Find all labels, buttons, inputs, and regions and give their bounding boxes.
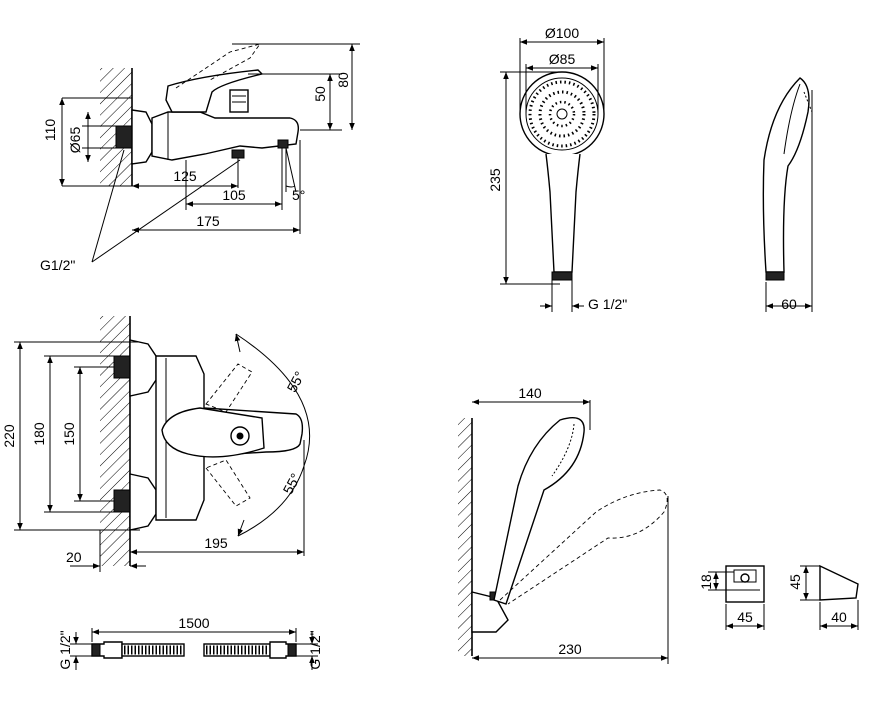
dim-shower-thread: G 1/2" (588, 296, 627, 312)
shower-handle (545, 153, 581, 273)
dim-head-inner: Ø85 (549, 51, 576, 67)
bracket-front-body (725, 565, 765, 603)
shower-side-profile (762, 77, 810, 273)
dim-head-outer: Ø100 (545, 25, 579, 41)
dim-hose-length: 1500 (178, 615, 209, 631)
eccentric-lower (113, 489, 131, 513)
dim-spout-angle: 5° (292, 187, 305, 203)
dim-wall-cover: Ø65 (67, 127, 83, 154)
dim-hose-thread-left: G 1/2" (57, 630, 73, 669)
shower-head-outer (519, 71, 605, 157)
mixer-lever (165, 69, 264, 113)
dim-mixer-height: 220 (1, 424, 17, 448)
hand-shower-front-view: Ø100 Ø85 235 G 1/2" (487, 25, 627, 312)
dim-angle-up: 55° (284, 369, 308, 395)
eccentric-upper (113, 355, 131, 379)
shower-head-nozzles (528, 80, 596, 148)
dim-bracket-side-height: 45 (787, 574, 803, 590)
bracket-front-hole (740, 573, 750, 583)
dim-spout-drop: 105 (222, 187, 246, 203)
hand-shower-side-view: 60 (762, 77, 813, 312)
dim-inlet-to-outlet: 125 (173, 168, 197, 184)
bracket-side-body (819, 564, 859, 601)
label-thread-mixer: G1/2" (40, 257, 75, 273)
swing-arc (235, 333, 311, 537)
dim-bracket-depth: 40 (831, 609, 847, 625)
dim-holder-overall: 230 (558, 641, 582, 657)
dim-holder-reach: 140 (518, 385, 542, 401)
dim-centres-max: 180 (31, 422, 47, 446)
dim-angle-down: 55° (280, 471, 304, 497)
mixer-body (151, 111, 300, 161)
dim-shower-length: 235 (487, 168, 503, 192)
wall-hatch-holder (458, 418, 472, 656)
dim-lever-top: 80 (335, 72, 351, 88)
lever-ghost-down (205, 459, 251, 507)
bracket-front-view: 18 45 (698, 565, 765, 630)
lever-ghost-up (205, 363, 253, 413)
wall-cover (131, 109, 153, 165)
dim-overall-length: 175 (196, 213, 220, 229)
mixer-side-view: 110 Ø65 50 80 125 105 175 5° G1/2" (40, 43, 360, 273)
lever-ghost (175, 43, 262, 89)
spout-aerator (277, 139, 289, 149)
dim-overall-height: 110 (42, 119, 58, 142)
eccentric (115, 125, 133, 149)
shower-side-thread (765, 271, 785, 281)
dim-hose-thread-right: G 1/2" (307, 630, 323, 669)
dim-projection: 195 (204, 535, 228, 551)
dim-handle-top: 50 (312, 86, 328, 102)
holder-assembly-view: 140 230 (458, 385, 669, 664)
dim-centres-min: 150 (61, 422, 77, 446)
wall-cover-upper (129, 339, 157, 397)
bracket-side-view: 45 40 (787, 564, 859, 630)
mixer-top-view: 55° 55° 220 180 150 195 20 (1, 316, 311, 572)
dim-wall-gap: 20 (66, 549, 82, 565)
shower-upright (493, 417, 585, 605)
dim-bracket-slot: 18 (698, 574, 714, 590)
wall-hatch-top (100, 316, 130, 566)
shower-head-center (556, 108, 568, 120)
shower-outlet (231, 149, 245, 159)
diverter-knob (229, 89, 249, 113)
shower-thread (551, 271, 573, 281)
dim-bracket-width: 45 (737, 609, 753, 625)
wall-cover-lower (129, 473, 157, 531)
dim-shower-depth: 60 (781, 296, 797, 312)
hose-view: 1500 G 1/2" G 1/2" (57, 615, 323, 670)
